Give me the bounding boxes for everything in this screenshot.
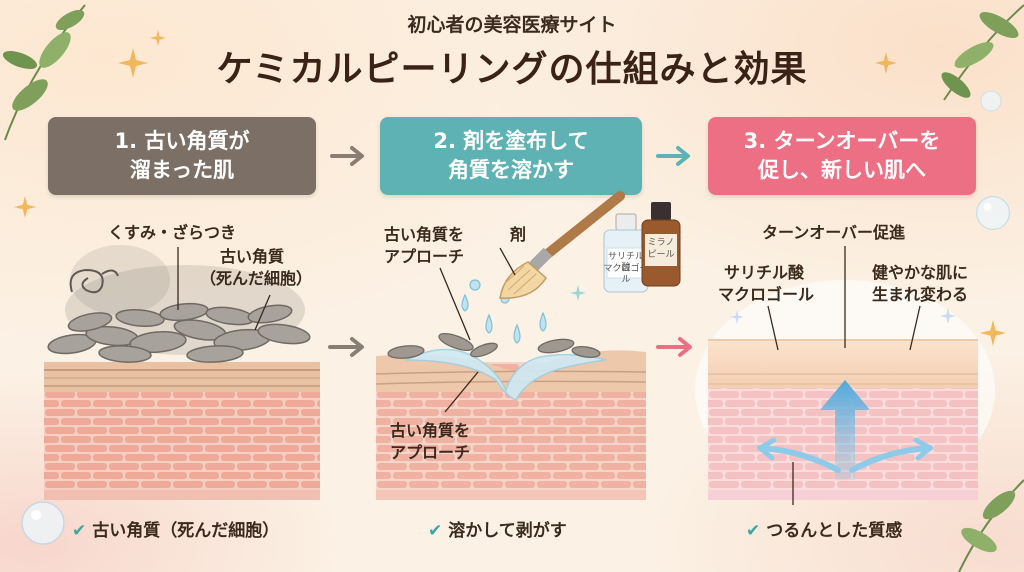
bottle-2-label-line2: ピール <box>647 250 675 260</box>
label-agent-line1: サリチル酸 <box>724 263 805 282</box>
label-approach-top-line2: アプローチ <box>384 247 465 266</box>
leaf-icon <box>941 4 1024 101</box>
label-dullness: くすみ・ざらつき <box>108 223 237 242</box>
label-old-keratin-line1: 古い角質 <box>220 247 285 266</box>
sparkle-icon <box>980 320 1006 346</box>
step-2-line1: 2. 剤を塗布して <box>433 129 589 153</box>
turnover-arrow-icon <box>757 380 933 480</box>
site-subtitle: 初心者の美容医療サイト <box>407 14 617 36</box>
leaf-icon <box>2 4 86 141</box>
page-title: ケミカルピーリングの仕組みと効果 <box>216 49 808 90</box>
caption-panel-3-text: つるんとした質感 <box>766 521 903 541</box>
arrow-right-icon <box>330 146 364 166</box>
check-icon: ✔ <box>746 521 761 541</box>
caption-panel-1: ✔古い角質（死んだ細胞） <box>72 516 279 541</box>
sparkle-icon <box>118 48 148 78</box>
step-2-line2: 角質を溶かす <box>448 158 574 182</box>
skin-cross-section-2 <box>375 333 647 500</box>
sparkle-icon <box>150 30 166 46</box>
step-3-box: 3. ターンオーバーを 促し、新しい肌へ <box>708 117 976 195</box>
arrow-right-icon <box>656 146 690 166</box>
step-3-line1: 3. ターンオーバーを <box>743 129 941 153</box>
step-1-line2: 溜まった肌 <box>129 158 235 182</box>
bubble-icon <box>21 501 65 545</box>
label-agent-line2: マクロゴール <box>718 285 815 304</box>
sparkle-icon <box>570 285 586 301</box>
sparkle-icon <box>875 52 897 74</box>
caption-panel-2: ✔溶かして剥がす <box>428 516 567 541</box>
leaf-icon <box>958 479 1024 572</box>
brush-icon <box>499 191 625 299</box>
bubble-icon <box>975 195 1011 231</box>
label-healthy-line1: 健やかな肌に <box>872 263 969 282</box>
bottle-1-label-line2: マクロゴール <box>603 264 649 285</box>
bottle-1-label-line1: サリチル酸 <box>607 252 644 273</box>
label-approach-bottom-line1: 古い角質を <box>390 421 471 440</box>
label-turnover: ターンオーバー促進 <box>762 223 906 242</box>
check-icon: ✔ <box>428 521 443 541</box>
arrow-right-icon <box>656 337 692 357</box>
caption-panel-3: ✔つるんとした質感 <box>746 516 902 541</box>
bottle-2-label-line1: ミラノ <box>647 238 675 248</box>
step-3-line2: 促し、新しい肌へ <box>758 158 926 182</box>
droplet-icon <box>461 279 547 344</box>
sparkle-icon <box>940 308 956 324</box>
label-old-keratin-line2: （死んだ細胞） <box>200 269 313 288</box>
roughness-swirl <box>69 268 119 294</box>
old-keratin-flakes <box>47 302 311 363</box>
bottle-icon <box>641 202 681 287</box>
check-icon: ✔ <box>72 521 87 541</box>
label-approach-bottom-line2: アプローチ <box>390 443 471 462</box>
sparkle-icon <box>14 196 36 218</box>
step-1-box: 1. 古い角質が 溜まった肌 <box>48 117 316 195</box>
caption-panel-2-text: 溶かして剥がす <box>448 521 567 541</box>
label-agent: 剤 <box>510 225 527 244</box>
bottle-icon <box>603 213 649 293</box>
step-1-line1: 1. 古い角質が <box>114 129 250 153</box>
arrow-right-icon <box>328 337 364 357</box>
skin-cross-section-1 <box>44 362 320 500</box>
sparkle-icon <box>730 310 744 324</box>
caption-panel-1-text: 古い角質（死んだ細胞） <box>92 521 280 541</box>
label-healthy-line2: 生まれ変わる <box>872 285 969 304</box>
label-approach-top-line1: 古い角質を <box>384 225 465 244</box>
bubble-icon <box>980 90 1002 112</box>
step-2-box: 2. 剤を塗布して 角質を溶かす <box>380 117 642 195</box>
